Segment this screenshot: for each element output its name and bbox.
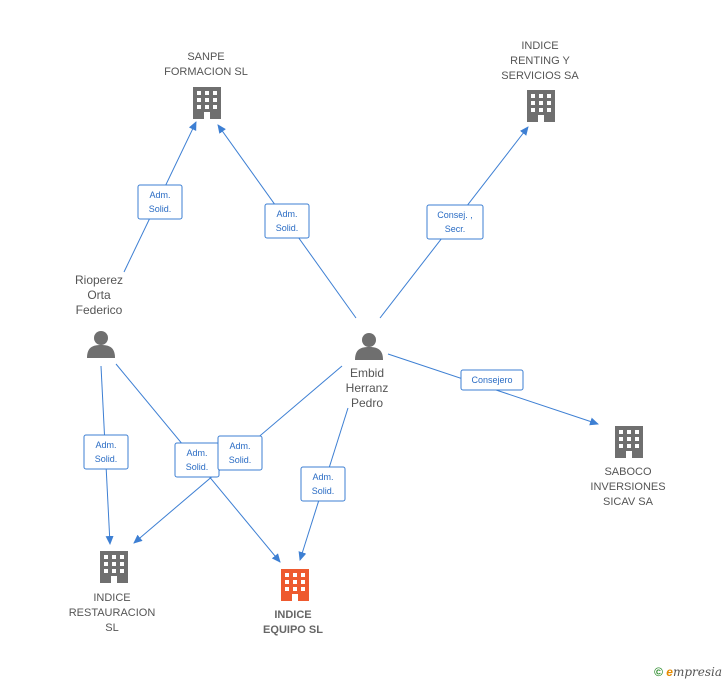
person-icon (87, 331, 115, 358)
svg-text:Solid.: Solid. (149, 204, 172, 214)
building-icon (100, 551, 128, 583)
svg-text:Adm.: Adm. (229, 441, 250, 451)
edge-label-rio-equipo[interactable]: Adm. Solid. (174, 442, 220, 478)
brand-initial: e (666, 665, 673, 679)
copyright-icon: © (654, 665, 663, 679)
svg-text:SERVICIOS SA: SERVICIOS SA (501, 70, 579, 82)
svg-text:SICAV SA: SICAV SA (603, 496, 654, 508)
copyright-footer: © empresia (654, 665, 722, 679)
svg-text:Federico: Federico (76, 303, 123, 317)
svg-text:Solid.: Solid. (186, 462, 209, 472)
svg-text:Orta: Orta (87, 288, 111, 302)
svg-text:RENTING Y: RENTING Y (510, 55, 570, 67)
company-saboco[interactable]: SABOCO INVERSIONES SICAV SA (590, 426, 666, 508)
svg-text:INDICE: INDICE (274, 609, 311, 621)
building-icon (281, 569, 309, 601)
company-indice-renting[interactable]: INDICE RENTING Y SERVICIOS SA (501, 40, 579, 122)
svg-text:Pedro: Pedro (351, 396, 383, 410)
building-icon (527, 90, 555, 122)
edge-label-embid-equipo[interactable]: Adm. Solid. (300, 466, 346, 502)
svg-text:Secr.: Secr. (445, 224, 466, 234)
svg-text:RESTAURACION: RESTAURACION (69, 607, 156, 619)
svg-text:Adm.: Adm. (95, 440, 116, 450)
company-indice-equipo[interactable]: INDICE EQUIPO SL (263, 569, 323, 636)
svg-text:Consej. ,: Consej. , (437, 210, 473, 220)
edge-label-rio-restauracion[interactable]: Adm. Solid. (83, 434, 129, 470)
svg-text:Adm.: Adm. (276, 209, 297, 219)
person-rioperez[interactable]: Rioperez Orta Federico (75, 273, 123, 358)
svg-text:SANPE: SANPE (187, 51, 224, 63)
svg-text:Adm.: Adm. (149, 190, 170, 200)
company-sanpe-formacion[interactable]: SANPE FORMACION SL (164, 51, 248, 119)
svg-text:Embid: Embid (350, 366, 384, 380)
svg-text:Solid.: Solid. (276, 223, 299, 233)
person-embid[interactable]: Embid Herranz Pedro (346, 333, 389, 410)
svg-text:Adm.: Adm. (312, 472, 333, 482)
svg-text:Consejero: Consejero (471, 375, 512, 385)
building-icon (193, 87, 221, 119)
company-indice-restauracion[interactable]: INDICE RESTAURACION SL (69, 551, 156, 634)
svg-text:INDICE: INDICE (93, 592, 130, 604)
edge-label-embid-restauracion[interactable]: Adm. Solid. (217, 435, 263, 471)
svg-text:Herranz: Herranz (346, 381, 389, 395)
svg-text:EQUIPO SL: EQUIPO SL (263, 624, 323, 636)
svg-text:Solid.: Solid. (312, 486, 335, 496)
edge-label-rio-sanpe[interactable]: Adm. Solid. (137, 184, 183, 220)
svg-text:INVERSIONES: INVERSIONES (590, 481, 665, 493)
svg-text:SABOCO: SABOCO (604, 466, 652, 478)
svg-text:INDICE: INDICE (521, 40, 558, 52)
building-icon (615, 426, 643, 458)
svg-text:Adm.: Adm. (186, 448, 207, 458)
edge-label-embid-sanpe[interactable]: Adm. Solid. (264, 203, 310, 239)
person-icon (355, 333, 383, 360)
brand-name: mpresia (672, 665, 722, 679)
svg-text:Solid.: Solid. (229, 455, 252, 465)
edge-label-embid-renting[interactable]: Consej. , Secr. (426, 204, 484, 240)
svg-text:SL: SL (105, 622, 118, 634)
edge-label-embid-saboco[interactable]: Consejero (460, 369, 524, 391)
svg-text:Rioperez: Rioperez (75, 273, 123, 287)
svg-text:FORMACION SL: FORMACION SL (164, 66, 248, 78)
svg-text:Solid.: Solid. (95, 454, 118, 464)
